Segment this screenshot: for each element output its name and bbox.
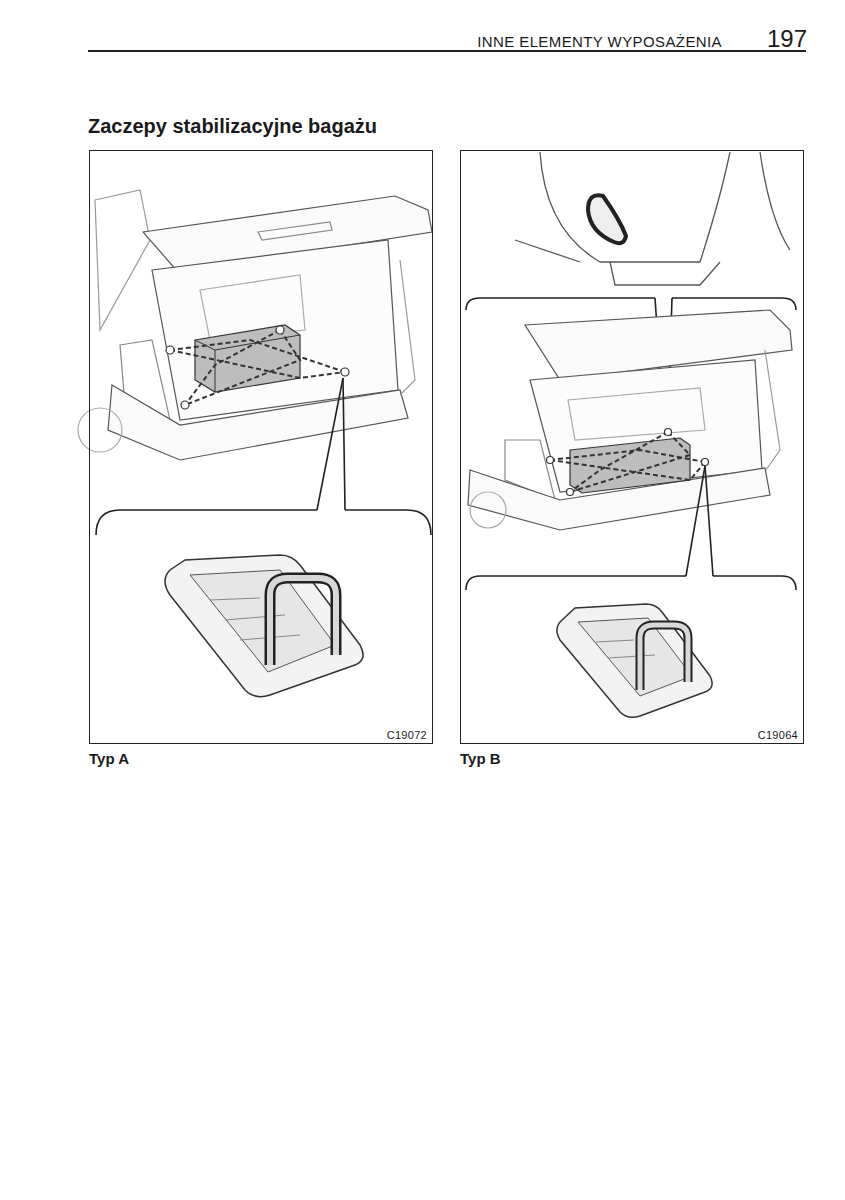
cargo-box-b xyxy=(570,438,690,493)
zoom-bracket-a xyxy=(96,378,431,535)
page-title: Zaczepy stabilizacyjne bagażu xyxy=(88,115,377,138)
figure-caption: Typ A xyxy=(89,750,129,767)
hooks-b xyxy=(547,429,709,496)
section-header: INNE ELEMENTY WYPOSAŻENIA xyxy=(477,33,722,50)
zoom-bracket-b-bottom xyxy=(466,466,796,590)
figure-caption: Typ B xyxy=(460,750,501,767)
figure-code: C19072 xyxy=(386,729,428,741)
header-rule xyxy=(88,50,806,52)
van-type-a xyxy=(78,190,432,460)
figure-code: C19064 xyxy=(757,729,799,741)
straps-b xyxy=(550,432,705,492)
straps-a xyxy=(170,330,345,405)
page-number: 197 xyxy=(767,25,807,53)
hook-detail-a xyxy=(165,555,363,697)
hook-detail-b xyxy=(557,604,712,717)
figure-panel: C19064Typ B xyxy=(460,150,804,744)
seat-detail-b xyxy=(515,152,790,285)
figure-panel: C19072Typ A xyxy=(89,150,433,744)
hooks-a xyxy=(166,326,349,409)
van-type-b xyxy=(468,310,792,530)
